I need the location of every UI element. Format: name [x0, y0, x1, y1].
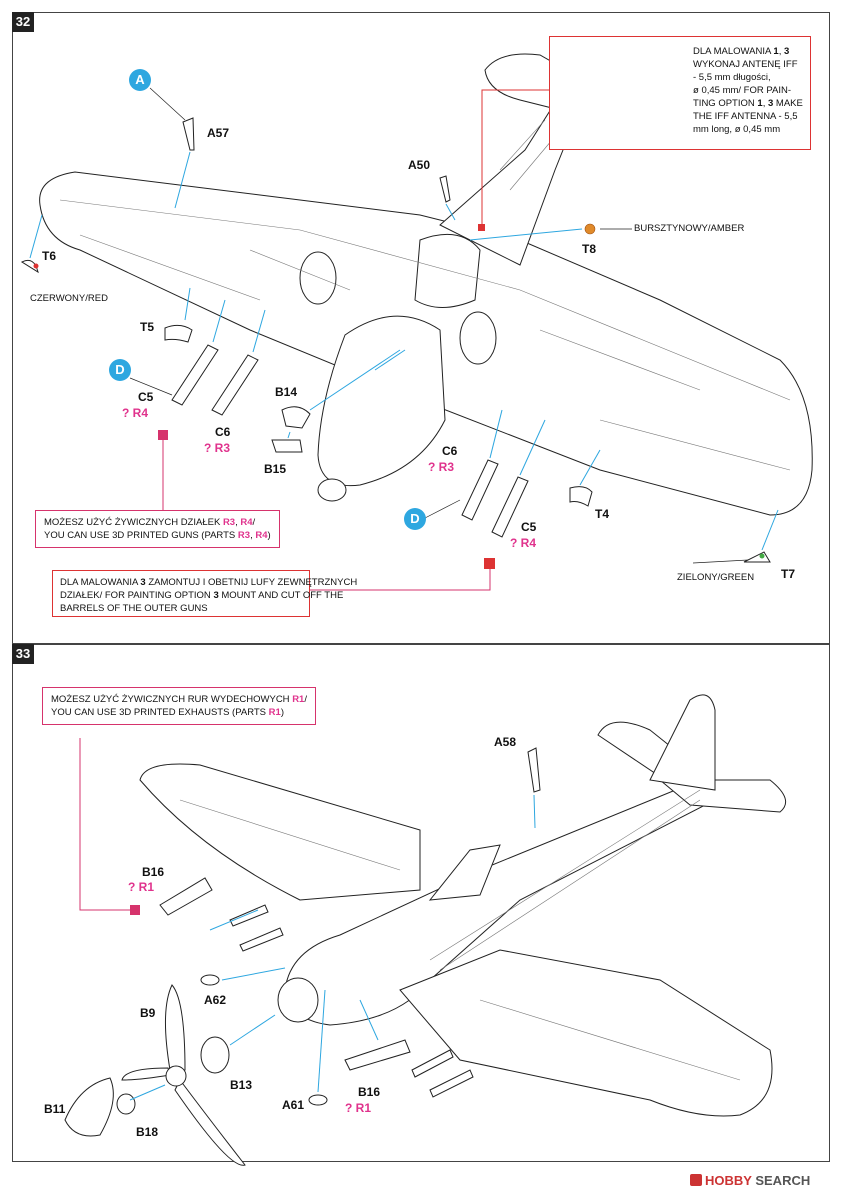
light-amber — [584, 223, 596, 235]
iff-line-7: mm long, ø 0,45 mm — [693, 124, 781, 135]
barrel-note-line-3: BARRELS OF THE OUTER GUNS — [60, 603, 208, 614]
barrel-anchor-marker — [484, 558, 495, 569]
label-t5: T5 — [140, 320, 155, 334]
label-b15: B15 — [264, 462, 287, 476]
step-32-number: 32 — [12, 12, 34, 32]
callout-d-right: D — [404, 508, 426, 530]
iff-line-1: DLA MALOWANIA 1, 3 — [693, 46, 790, 57]
step-33-panel — [12, 644, 830, 1162]
guns-anchor-marker — [158, 430, 168, 440]
label-r3-left: ? R3 — [204, 441, 231, 455]
light-red — [33, 263, 39, 269]
label-r4-left: ? R4 — [122, 406, 149, 420]
label-a57: A57 — [207, 126, 230, 140]
label-a58: A58 — [494, 735, 517, 749]
step-33-number: 33 — [12, 644, 34, 664]
exhaust-note-line-1: MOŻESZ UŻYĆ ŻYWICZNYCH RUR WYDECHOWYCH R… — [51, 694, 307, 705]
part-t6 — [20, 259, 39, 274]
label-r3-right: ? R3 — [428, 460, 455, 474]
color-note-red: CZERWONY/RED — [30, 293, 108, 304]
light-green — [759, 553, 765, 559]
iff-line-2: WYKONAJ ANTENĘ IFF — [693, 59, 798, 70]
label-t8: T8 — [582, 242, 597, 256]
right-main-wheel — [459, 311, 497, 365]
iff-line-6: THE IFF ANTENNA - 5,5 — [693, 111, 798, 122]
part-b15 — [271, 439, 303, 453]
label-a62: A62 — [204, 993, 227, 1007]
iff-line-3: - 5,5 mm długości, — [693, 72, 771, 83]
watermark: HOBBY SEARCH — [690, 1173, 810, 1188]
gun-c6-left — [211, 354, 259, 416]
part-a57 — [182, 117, 195, 151]
part-t5 — [164, 324, 193, 343]
iff-antenna-note: DLA MALOWANIA 1, 3 WYKONAJ ANTENĘ IFF - … — [549, 36, 811, 150]
label-r1-bottom: ? R1 — [345, 1101, 372, 1115]
part-a50 — [439, 175, 451, 203]
iff-line-4: ø 0,45 mm/ FOR PAIN- — [693, 85, 792, 96]
forward-fuselage — [317, 315, 446, 487]
watermark-logo-icon — [690, 1174, 702, 1186]
guns-note-line-2: YOU CAN USE 3D PRINTED GUNS (PARTS R3, R… — [44, 530, 271, 541]
label-a50: A50 — [408, 158, 431, 172]
callout-d-left: D — [109, 359, 131, 381]
label-b11: B11 — [44, 1102, 66, 1116]
label-b16-top: B16 — [142, 865, 165, 879]
left-main-wheel — [299, 251, 337, 305]
label-a61: A61 — [282, 1098, 305, 1112]
gun-c5-left — [171, 344, 219, 406]
outer-barrels-note: DLA MALOWANIA 3 ZAMONTUJ I OBETNIJ LUFY … — [52, 570, 357, 617]
barrel-note-line-1: DLA MALOWANIA 3 ZAMONTUJ I OBETNIJ LUFY … — [60, 577, 358, 588]
radiator-fairing — [414, 233, 481, 308]
label-c6-right: C6 — [442, 444, 458, 458]
label-t6: T6 — [42, 249, 57, 263]
part-t4 — [569, 486, 593, 507]
spinner — [317, 478, 347, 502]
label-t4: T4 — [595, 507, 610, 521]
label-b9: B9 — [140, 1006, 156, 1020]
label-r1-top: ? R1 — [128, 880, 155, 894]
color-note-amber: BURSZTYNOWY/AMBER — [634, 223, 745, 234]
label-b13: B13 — [230, 1078, 253, 1092]
label-c5-right: C5 — [521, 520, 537, 534]
label-b14: B14 — [275, 385, 298, 399]
step-32-panel — [12, 12, 830, 644]
part-t7 — [743, 551, 771, 563]
barrel-note-line-2: DZIAŁEK/ FOR PAINTING OPTION 3 MOUNT AND… — [60, 590, 344, 601]
gun-c6-right — [461, 459, 499, 521]
exhaust-note-line-2: YOU CAN USE 3D PRINTED EXHAUSTS (PARTS R… — [51, 707, 284, 718]
resin-guns-note: MOŻESZ UŻYĆ ŻYWICZNYCH DZIAŁEK R3, R4/ Y… — [35, 510, 280, 548]
part-b14 — [281, 406, 311, 429]
gun-c5-right — [491, 476, 529, 538]
guns-note-line-1: MOŻESZ UŻYĆ ŻYWICZNYCH DZIAŁEK R3, R4/ — [44, 517, 256, 528]
callout-a: A — [129, 69, 151, 91]
iff-line-5: TING OPTION 1, 3 MAKE — [693, 98, 803, 109]
color-note-green: ZIELONY/GREEN — [677, 572, 755, 583]
label-c5-left: C5 — [138, 390, 154, 404]
iff-anchor-marker — [478, 224, 485, 231]
label-c6-left: C6 — [215, 425, 231, 439]
label-b18: B18 — [136, 1125, 159, 1139]
label-b16-bottom: B16 — [358, 1085, 381, 1099]
label-t7: T7 — [781, 567, 796, 581]
resin-exhausts-note: MOŻESZ UŻYĆ ŻYWICZNYCH RUR WYDECHOWYCH R… — [42, 687, 316, 725]
label-r4-right: ? R4 — [510, 536, 537, 550]
